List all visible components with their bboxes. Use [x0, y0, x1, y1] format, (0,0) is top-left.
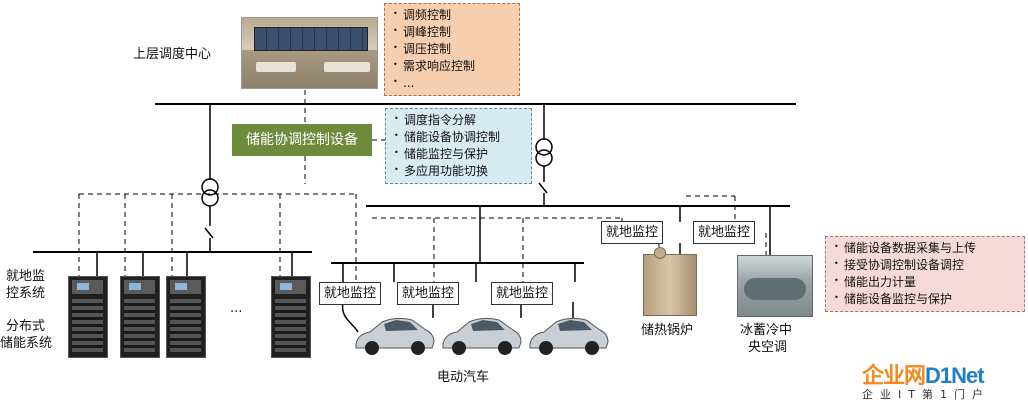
chiller-label-line1: 冰蓄冷中 [740, 323, 793, 338]
controller-function-item: 调度指令分解 [394, 110, 525, 129]
controller-function-item: 储能监控与保护 [394, 144, 525, 163]
logo-brand-b: D1Net [925, 363, 985, 388]
storage-cabinet [68, 276, 108, 358]
dispatch-center-label: 上层调度中心 [133, 47, 212, 62]
ev-label: 电动汽车 [437, 370, 490, 385]
storage-monitor-label-line2: 控系统 [6, 286, 46, 301]
storage-cabinet [120, 276, 160, 358]
transformer-left-a [201, 178, 219, 196]
dispatch-functions-note: 调频控制 调峰控制 调压控制 需求响应控制 ... [384, 3, 520, 96]
ev-local-monitor-2: 就地监控 [397, 282, 460, 305]
chiller-local-monitor: 就地监控 [693, 221, 756, 244]
logo-brand-a: 企业网 [862, 363, 926, 388]
electric-car-icon [355, 317, 435, 355]
dispatch-function-item: ... [393, 73, 513, 92]
dispatch-function-item: 需求响应控制 [393, 56, 513, 75]
breaker-right [538, 182, 548, 194]
breaker-left [204, 227, 214, 239]
local-function-item: 接受协调控制设备调控 [834, 255, 1018, 274]
logo-tagline: 企业IT第1门户 [862, 388, 990, 401]
dispatch-function-item: 调峰控制 [393, 22, 513, 41]
controller-functions-note: 调度指令分解 储能设备协调控制 储能监控与保护 多应用功能切换 [385, 108, 532, 184]
charging-cable [341, 301, 359, 333]
ev-local-monitor-1: 就地监控 [319, 282, 382, 305]
coordination-controller: 储能协调控制设备 [232, 124, 372, 156]
electric-car-icon [529, 317, 609, 355]
transformer-left-b [201, 189, 219, 207]
electric-car-icon [442, 317, 522, 355]
storage-cabinet [166, 276, 206, 358]
heat-storage-boiler-photo [643, 247, 697, 316]
dispatch-function-item: 调频控制 [393, 5, 513, 24]
transformer-right-b [535, 149, 553, 167]
ev-local-monitor-3: 就地监控 [491, 282, 554, 305]
boiler-label: 储热锅炉 [641, 323, 694, 338]
ice-storage-chiller-photo [737, 255, 813, 317]
chiller-label-line2: 央空调 [748, 340, 788, 355]
local-function-item: 储能设备数据采集与上传 [834, 238, 1018, 257]
storage-ellipsis: ... [230, 301, 243, 316]
dispatch-center-photo [241, 17, 378, 89]
storage-cabinet [271, 276, 311, 358]
local-function-item: 储能设备监控与保护 [834, 289, 1018, 308]
storage-monitor-label-line1: 就地监 [6, 269, 46, 284]
d1net-logo: 企业网D1Net 企业IT第1门户 [862, 358, 990, 402]
transformer-right-a [535, 138, 553, 156]
storage-system-label-line1: 分布式 [6, 319, 46, 334]
dispatch-function-item: 调压控制 [393, 39, 513, 58]
controller-function-item: 多应用功能切换 [394, 161, 525, 180]
controller-function-item: 储能设备协调控制 [394, 127, 525, 146]
storage-system-label-line2: 储能系统 [0, 336, 53, 351]
local-functions-note: 储能设备数据采集与上传 接受协调控制设备调控 储能出力计量 储能设备监控与保护 [825, 236, 1025, 312]
boiler-local-monitor: 就地监控 [601, 221, 664, 244]
local-function-item: 储能出力计量 [834, 272, 1018, 291]
